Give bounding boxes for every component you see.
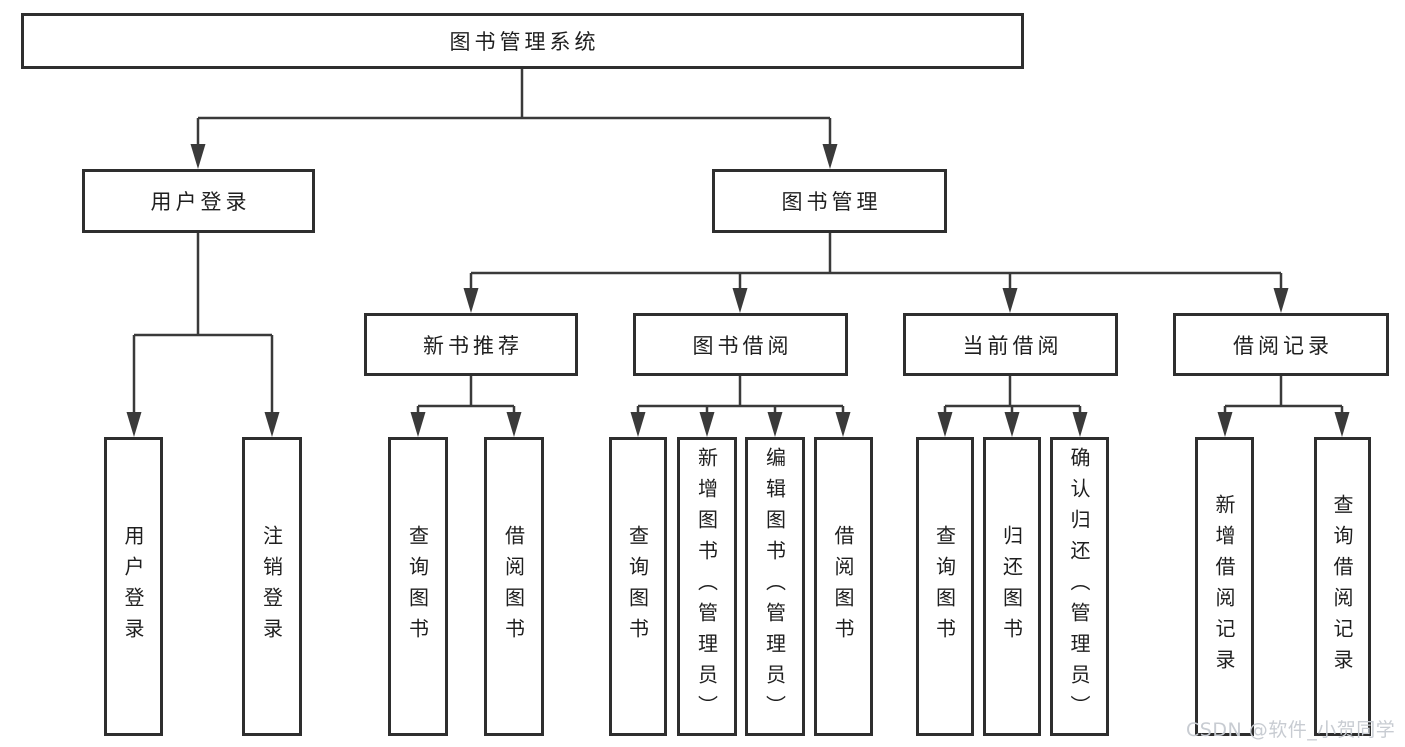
connector-borrow-record-children [1217,376,1350,437]
node-current-borrow: 当前借阅 [903,313,1118,376]
node-book-borrow: 图书借阅 [633,313,848,376]
node-record-add-borrow-record: 新增借阅记录 [1195,437,1254,736]
node-bookborrow-edit-books-admin: 编辑图书（管理员） [745,437,805,736]
node-bookborrow-query-books: 查询图书 [609,437,667,736]
node-book-management: 图书管理 [712,169,947,233]
node-logout-action: 注销登录 [242,437,302,736]
connector-book-borrow-children [630,376,851,437]
node-bookborrow-add-books-admin: 新增图书（管理员） [677,437,737,736]
connector-book-management-children [463,233,1289,313]
node-newbook-query-books: 查询图书 [388,437,448,736]
node-record-query-borrow-record: 查询借阅记录 [1314,437,1371,736]
node-borrow-record: 借阅记录 [1173,313,1389,376]
node-user-login-action: 用户登录 [104,437,163,736]
connector-root-to-level2 [190,69,838,169]
node-user-login: 用户登录 [82,169,315,233]
node-currentborrow-confirm-return-admin: 确认归还（管理员） [1050,437,1109,736]
csdn-watermark: CSDN @软件_小贺同学 [1186,719,1396,741]
node-bookborrow-borrow-books: 借阅图书 [814,437,873,736]
node-newbook-borrow-books: 借阅图书 [484,437,544,736]
connector-new-book-recommend-children [410,376,522,437]
node-currentborrow-query-books: 查询图书 [916,437,974,736]
connector-current-borrow-children [937,376,1088,437]
node-library-management-system: 图书管理系统 [21,13,1024,69]
node-currentborrow-return-books: 归还图书 [983,437,1041,736]
node-new-book-recommend: 新书推荐 [364,313,578,376]
connector-user-login-children [126,233,280,437]
